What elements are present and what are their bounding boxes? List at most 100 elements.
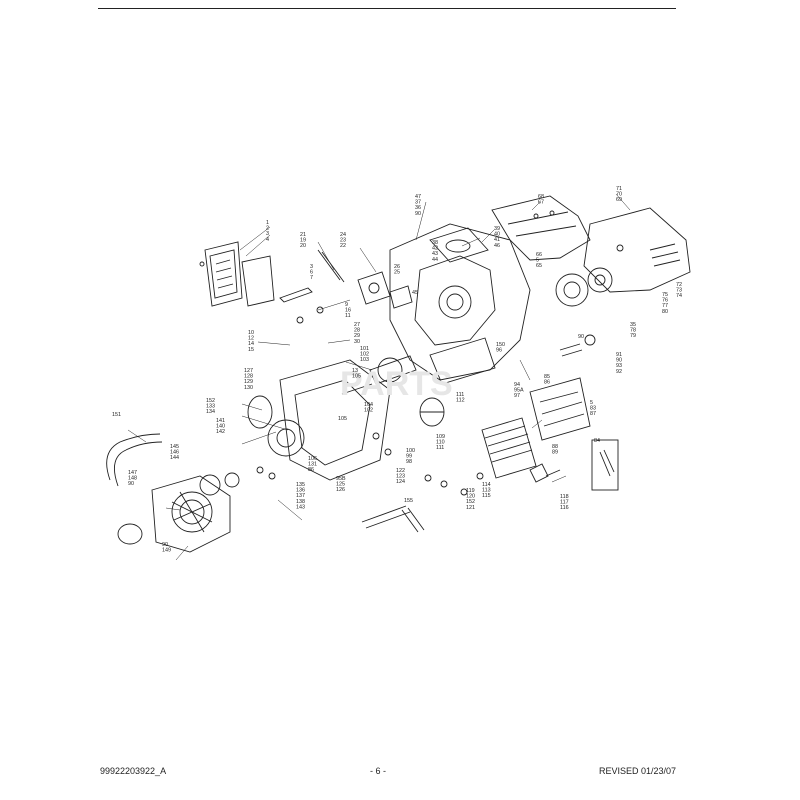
air-filter-gasket [241,255,275,307]
callout-number: 3 [310,264,313,270]
callout-number: 91 [616,352,622,358]
starter-assembly [151,475,231,553]
guide-bar [491,195,591,261]
callout-number: 5 [590,400,593,406]
header-rule [98,8,676,9]
callout-number: 133 [206,404,215,410]
callout-number: 41 [494,237,500,243]
callout-number: 1 [266,220,269,226]
callout-number: 103 [360,357,369,363]
fuel-hose [106,433,163,487]
air-filter-cover [199,241,243,307]
callout-number: 45 [412,290,418,296]
callout-number: 123 [396,474,405,480]
callout-number: 73 [676,288,682,294]
callout-number: 102 [364,408,373,414]
callout-number: 10 [248,330,254,336]
callout-number: 151 [112,412,121,418]
callout-number: 129 [244,379,253,385]
callout-number: 3 [266,231,269,237]
callout-number: 85 [544,374,550,380]
top-cover [429,227,489,263]
callout-number: 69 [616,197,622,203]
callout-number: 15 [248,347,254,353]
callout-number: 6 [310,270,313,276]
callout-number: 118 [560,494,569,500]
callout-number: 35 [630,322,636,328]
callout-number: 100 [406,448,415,454]
callout-number: 70 [616,192,622,198]
callout-number: 43 [432,251,438,257]
callout-number: 127 [244,368,253,374]
callout-number: 90 [578,334,584,340]
callout-number: 37 [415,200,421,206]
callout-number: 90 [162,542,168,548]
callout-number: 147 [128,470,137,476]
callout-number: 39 [494,226,500,232]
linkage-part [279,287,313,303]
callout-number: 74 [676,293,682,299]
callout-number: 97 [514,393,520,399]
callout-number: 66 [536,252,542,258]
callout-number: 19 [300,238,306,244]
callout-number: 29 [354,333,360,339]
callout-number: 131 [308,462,317,468]
callout-number: 152 [206,398,215,404]
callout-number: 72 [676,282,682,288]
chain-adjuster [559,334,596,357]
callout-number: 145 [170,444,179,450]
crankshaft [341,355,417,395]
callout-number: 86 [308,467,314,473]
callout-number: 128 [244,374,253,380]
inset-box-84 [591,439,619,491]
callout-number: 148 [128,476,137,482]
callout-number: 136 [296,488,305,494]
callout-number: 28 [354,328,360,334]
callout-number: 155 [404,498,413,504]
callout-number: 140 [216,424,225,430]
callout-number: 126 [336,487,345,493]
muffler [529,377,591,441]
rod-part [317,249,345,283]
callout-number: 122 [396,468,405,474]
carburetor [357,271,413,309]
callout-number: 36 [415,205,421,211]
callout-number: 47 [415,194,421,200]
callout-number: 84 [594,438,600,444]
callout-number: 95B [336,476,346,482]
callout-number: 130 [244,385,253,391]
callout-number: 146 [170,450,179,456]
callout-number: 23 [340,238,346,244]
callout-number: 101 [360,346,369,352]
left-housing [279,359,391,481]
callout-number: 99 [406,454,412,460]
fasteners [256,306,484,496]
callout-number: 138 [296,499,305,505]
callout-number: 141 [216,418,225,424]
callout-number: 24 [340,232,346,238]
callout-number: 14 [248,341,254,347]
callout-number: 71 [616,186,622,192]
callout-number: 25 [394,270,400,276]
callout-number: 46 [494,243,500,249]
cylinder [481,417,537,479]
callout-number: 119 [466,488,475,494]
callout-number: 102 [360,352,369,358]
callout-number: 93 [616,363,622,369]
callout-number: 150 [496,342,505,348]
callout-number: 80 [662,309,668,315]
callout-number: 77 [662,303,668,309]
callout-number: 92 [616,369,622,375]
callout-number: 5 [536,258,539,264]
callout-number: 112 [456,398,465,404]
callout-number: 120 [466,494,475,500]
callout-number: 16 [345,308,351,314]
callout-number: 115 [482,493,491,499]
callout-number: 13 [352,368,358,374]
callout-number: 27 [354,322,360,328]
callout-number: 125 [336,482,345,488]
callout-number: 76 [662,298,668,304]
callout-number: 89 [552,450,558,456]
callout-number: 79 [630,333,636,339]
callout-number: 106 [308,456,317,462]
